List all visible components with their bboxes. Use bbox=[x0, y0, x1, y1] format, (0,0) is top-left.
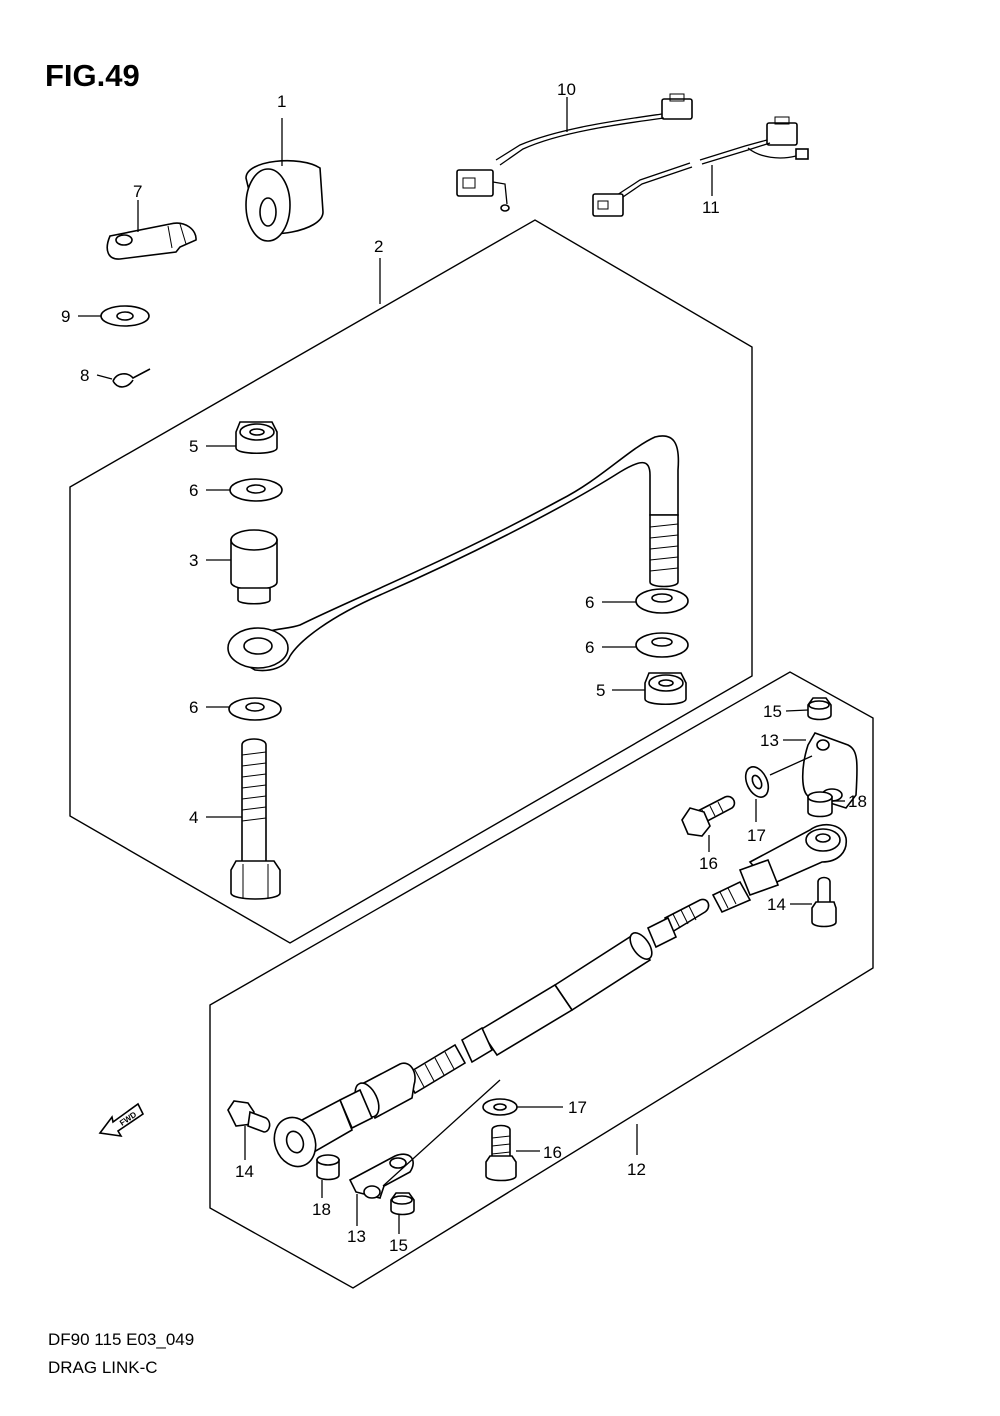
part-10-harness bbox=[456, 93, 693, 212]
part-14-bolt-lower bbox=[227, 1100, 271, 1133]
part-5-nut-upper bbox=[235, 421, 278, 455]
callout-14b: 14 bbox=[235, 1162, 254, 1181]
part-9-washer bbox=[100, 305, 150, 327]
callout-9: 9 bbox=[61, 307, 70, 326]
callout-13a: 13 bbox=[760, 731, 779, 750]
callout-13b: 13 bbox=[347, 1227, 366, 1246]
callout-4: 4 bbox=[189, 808, 198, 827]
callout-6b: 6 bbox=[585, 593, 594, 612]
part-17-washer-lower bbox=[482, 1098, 518, 1116]
callout-18a: 18 bbox=[848, 792, 867, 811]
figure-code: DF90 115 E03_049 bbox=[48, 1330, 195, 1349]
part-2-drag-link bbox=[227, 435, 680, 672]
callout-3: 3 bbox=[189, 551, 198, 570]
callout-12: 12 bbox=[627, 1160, 646, 1179]
part-8-cotter-pin bbox=[112, 368, 151, 388]
part-11-harness bbox=[592, 116, 809, 217]
part-18-collar-upper bbox=[807, 791, 833, 818]
callout-16b: 16 bbox=[543, 1143, 562, 1162]
group-box-link-rod bbox=[209, 671, 874, 1289]
callout-10: 10 bbox=[557, 80, 576, 99]
part-3-collar bbox=[230, 529, 278, 605]
callout-1: 1 bbox=[277, 92, 286, 111]
callout-17a: 17 bbox=[747, 826, 766, 845]
group-box-drag-link bbox=[69, 219, 753, 944]
part-6-washer-c bbox=[635, 632, 689, 658]
part-13-bracket-lower bbox=[348, 1153, 414, 1199]
callout-8: 8 bbox=[80, 366, 89, 385]
callout-15b: 15 bbox=[389, 1236, 408, 1255]
part-18-collar-lower bbox=[316, 1154, 340, 1181]
part-12-link-rod bbox=[273, 823, 847, 1168]
part-14-bolt-upper bbox=[811, 876, 837, 928]
part-16-bolt-lower bbox=[485, 1124, 517, 1182]
callout-16a: 16 bbox=[699, 854, 718, 873]
part-17-washer-upper bbox=[744, 766, 770, 798]
part-1-bushing bbox=[245, 159, 324, 242]
callout-17b: 17 bbox=[568, 1098, 587, 1117]
part-4-bolt bbox=[230, 738, 281, 900]
callout-6c: 6 bbox=[585, 638, 594, 657]
callout-14a: 14 bbox=[767, 895, 786, 914]
part-6-washer-d bbox=[228, 697, 282, 721]
callout-6a: 6 bbox=[189, 481, 198, 500]
callout-15a: 15 bbox=[763, 702, 782, 721]
figure-name: DRAG LINK-C bbox=[48, 1358, 158, 1377]
part-15-nut-lower bbox=[390, 1192, 415, 1216]
part-7-bracket bbox=[106, 222, 197, 260]
part-6-washer-b bbox=[635, 588, 689, 614]
callout-5a: 5 bbox=[189, 437, 198, 456]
figure-title: FIG.49 bbox=[45, 58, 140, 93]
callout-2: 2 bbox=[374, 237, 383, 256]
callout-6d: 6 bbox=[189, 698, 198, 717]
part-16-bolt-upper bbox=[681, 795, 736, 837]
callout-numbers: 1 2 3 4 5 5 6 6 6 6 7 8 9 10 11 12 13 13… bbox=[61, 80, 867, 1255]
callout-7: 7 bbox=[133, 182, 142, 201]
part-6-washer-a bbox=[229, 478, 283, 502]
leader-lines bbox=[78, 97, 845, 1234]
callout-5b: 5 bbox=[596, 681, 605, 700]
part-15-nut-upper bbox=[807, 697, 832, 721]
part-5-nut-lower bbox=[644, 672, 687, 706]
fwd-arrow-icon: FWD bbox=[98, 1102, 145, 1138]
part-13-bracket-upper bbox=[801, 732, 858, 809]
callout-11: 11 bbox=[702, 198, 720, 217]
callout-18b: 18 bbox=[312, 1200, 331, 1219]
